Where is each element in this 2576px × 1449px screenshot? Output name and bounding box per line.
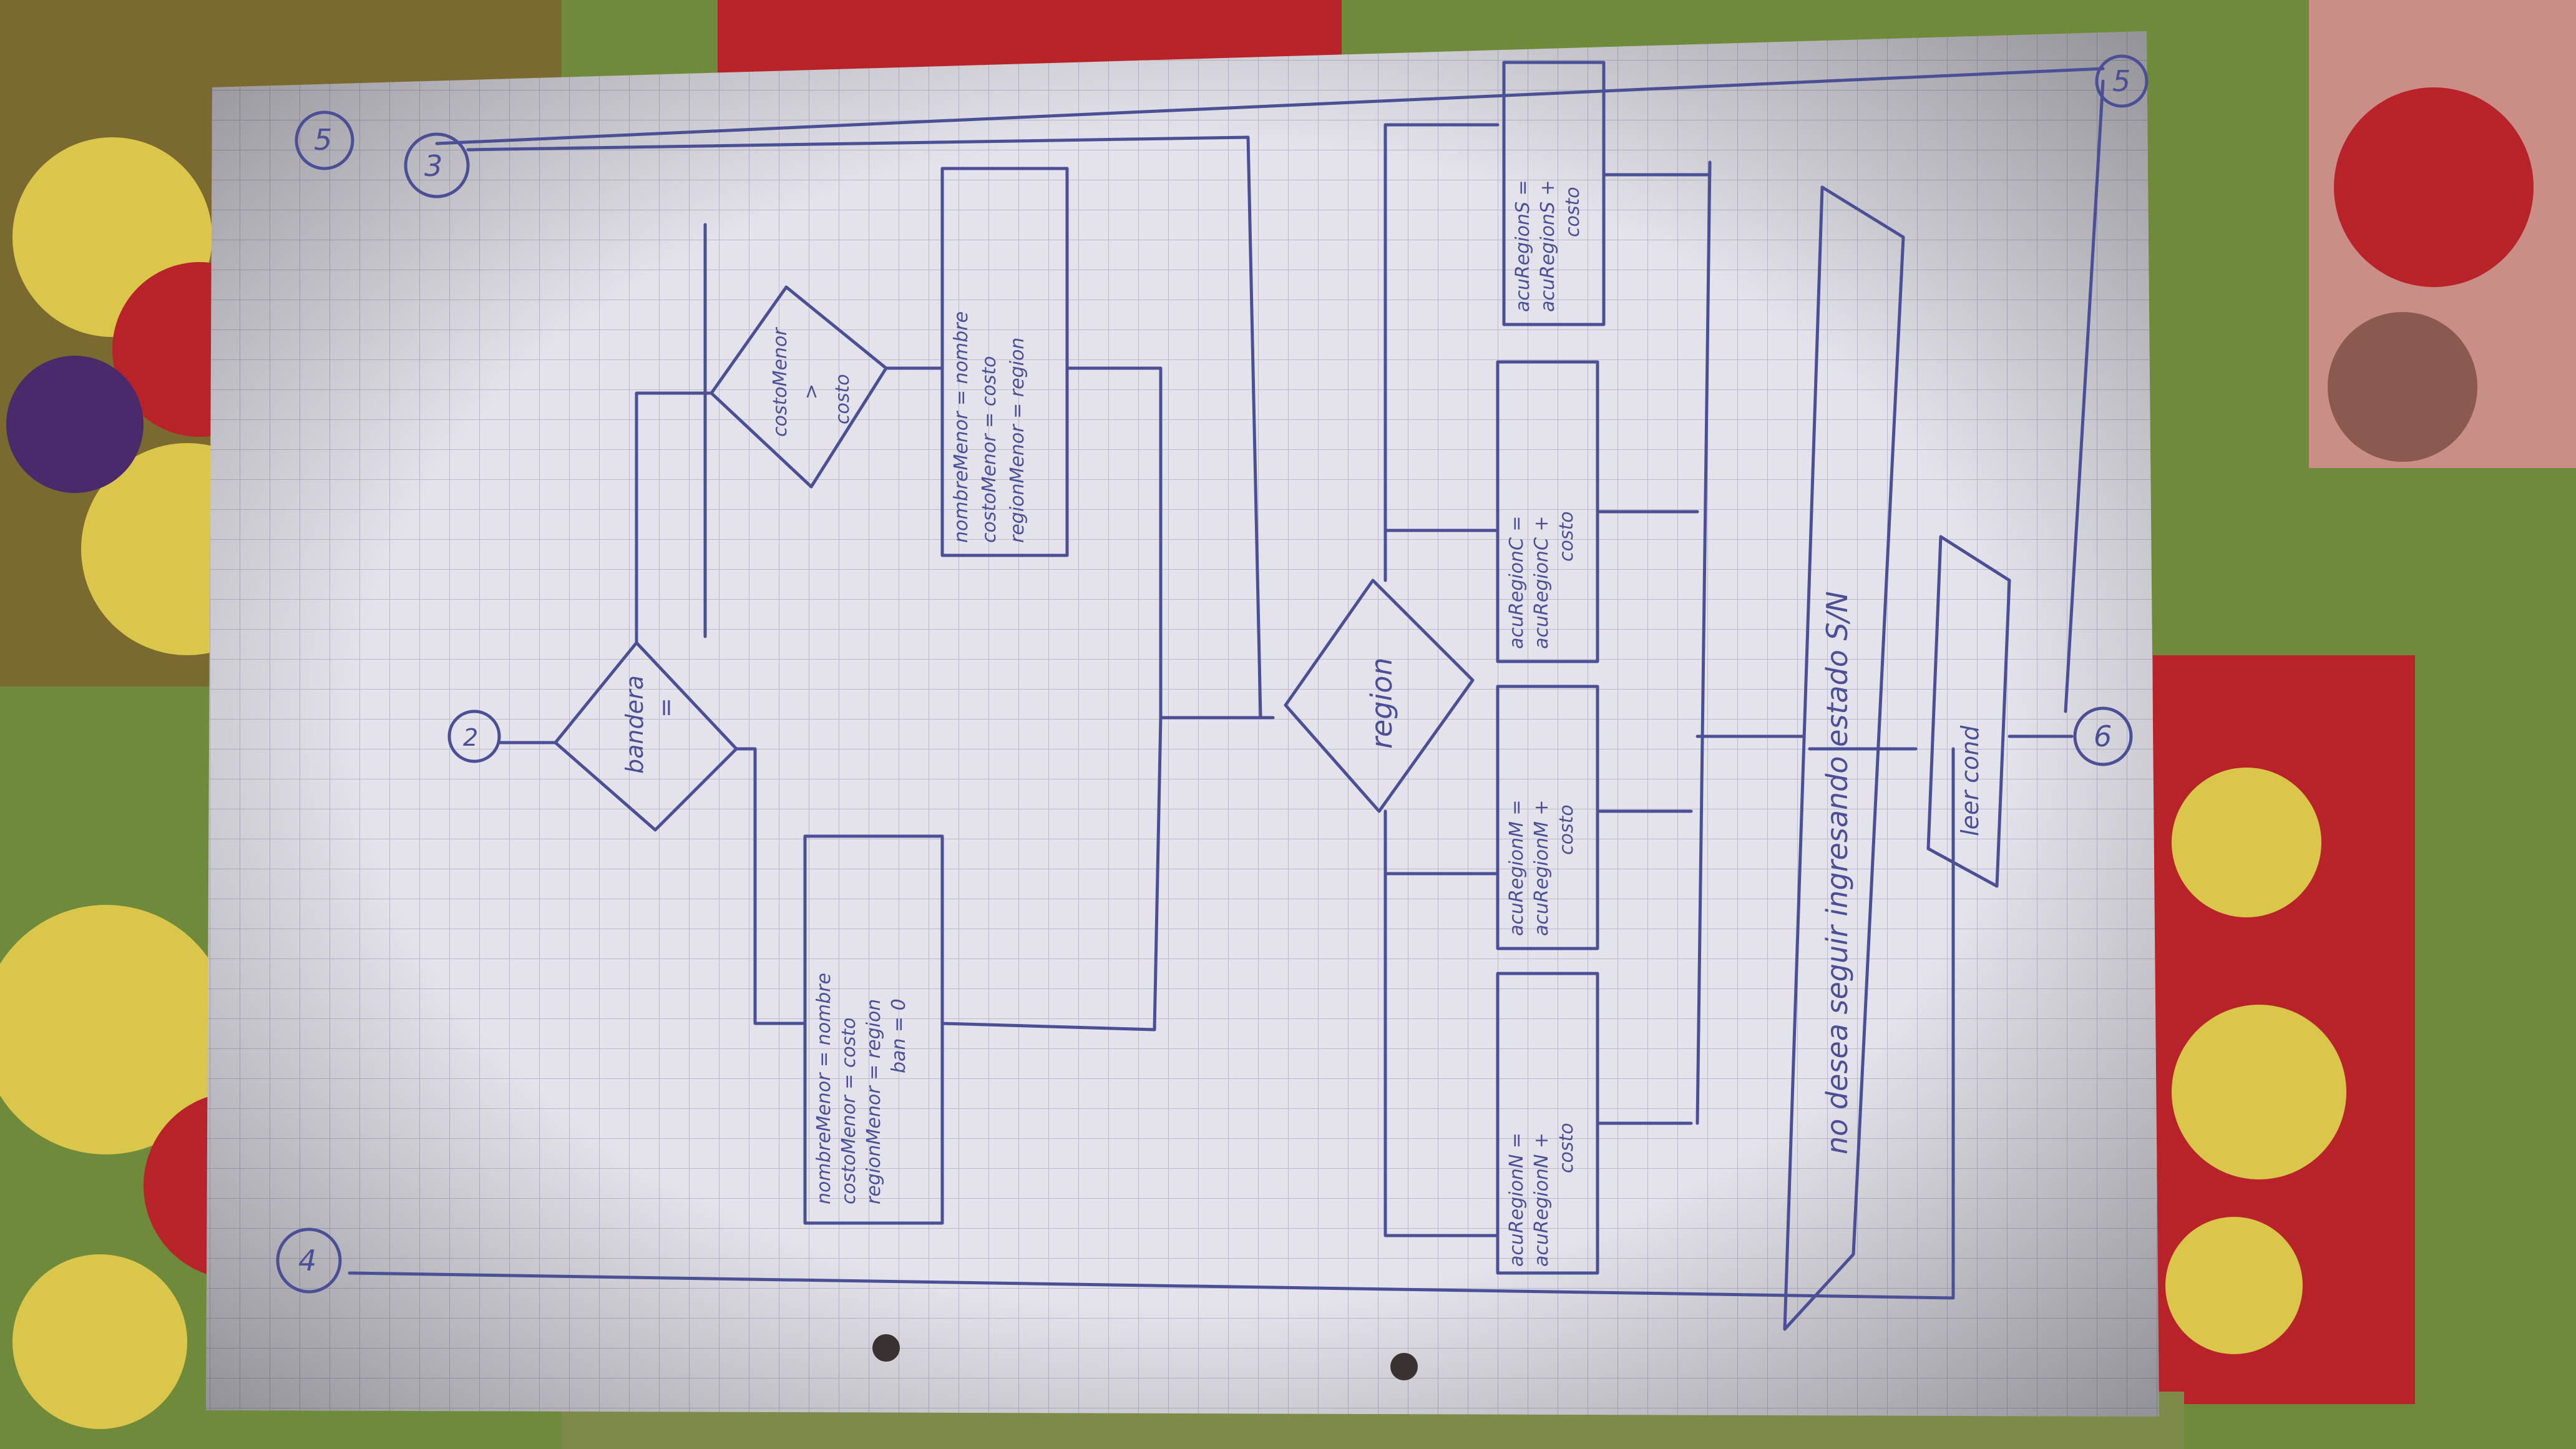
connector-3: 3: [404, 132, 470, 198]
svg-text:ban = 0: ban = 0: [888, 998, 910, 1073]
svg-text:leer cond: leer cond: [1956, 725, 1984, 836]
svg-text:=: =: [652, 698, 680, 718]
flow-line: [1695, 160, 1712, 1125]
svg-text:costo: costo: [1556, 804, 1578, 855]
svg-text:costo: costo: [1556, 511, 1578, 562]
process-save-min-left: nombreMenor = nombre costoMenor = costo …: [803, 834, 1156, 1225]
flow-line: [466, 135, 1262, 720]
svg-text:acuRegionM +: acuRegionM +: [1531, 800, 1553, 937]
svg-text:5: 5: [2112, 64, 2130, 98]
svg-text:costo: costo: [1562, 187, 1584, 237]
connector-5-top: 5: [295, 110, 354, 170]
svg-text:2: 2: [463, 724, 478, 751]
svg-text:3: 3: [424, 149, 442, 183]
svg-text:costoMenor = costo: costoMenor = costo: [978, 356, 1000, 543]
svg-text:acuRegionN +: acuRegionN +: [1531, 1133, 1553, 1267]
connector-2: 2: [447, 710, 501, 763]
svg-text:acuRegionS +: acuRegionS +: [1537, 180, 1559, 312]
flow-line: [2064, 79, 2105, 713]
connector-5-corner: 5: [2095, 54, 2149, 108]
svg-text:acuRegionM =: acuRegionM =: [1506, 800, 1528, 937]
svg-text:4: 4: [298, 1244, 316, 1277]
svg-text:costo: costo: [832, 374, 854, 424]
svg-text:bandera: bandera: [621, 675, 648, 774]
svg-text:costoMenor = costo: costoMenor = costo: [838, 1018, 860, 1204]
svg-text:costoMenor: costoMenor: [769, 327, 791, 437]
punch-hole: [872, 1334, 900, 1362]
svg-text:region: region: [1365, 658, 1398, 749]
svg-text:nombreMenor = nombre: nombreMenor = nombre: [950, 311, 972, 543]
svg-text:acuRegionN =: acuRegionN =: [1506, 1133, 1528, 1267]
paper-sheet: [206, 31, 2159, 1417]
output-prompt: no desea seguir ingresando estado S/N: [1783, 185, 1918, 1331]
svg-text:5: 5: [314, 123, 332, 157]
flow-line: [348, 747, 1955, 1300]
process-region-n: acuRegionN = acuRegionN + costo: [1496, 972, 1693, 1275]
input-read-cond: leer cond: [1926, 535, 2074, 888]
process-region-c: acuRegionC = acuRegionC + costo: [1496, 360, 1699, 663]
connector-6: 6: [2073, 706, 2133, 766]
svg-text:regionMenor = region: regionMenor = region: [863, 999, 885, 1204]
process-region-s: acuRegionS = acuRegionS + costo: [1502, 61, 1712, 326]
svg-text:nombreMenor = nombre: nombreMenor = nombre: [813, 973, 835, 1204]
svg-text:>: >: [801, 384, 822, 399]
svg-text:6: 6: [2094, 720, 2112, 753]
decision-region: region: [1284, 123, 1500, 1237]
svg-text:acuRegionC =: acuRegionC =: [1506, 515, 1528, 649]
svg-text:acuRegionS =: acuRegionS =: [1512, 180, 1534, 312]
svg-text:costo: costo: [1556, 1123, 1578, 1173]
decision-bandera: bandera =: [497, 391, 807, 1025]
svg-text:no desea seguir ingresando est: no desea seguir ingresando estado S/N: [1820, 591, 1854, 1154]
connector-4: 4: [276, 1227, 342, 1294]
svg-text:acuRegionC +: acuRegionC +: [1531, 515, 1553, 649]
process-region-m: acuRegionM = acuRegionM + costo: [1496, 685, 1693, 950]
flowchart: 2 3 4 5 5 6 bandera =: [276, 54, 2149, 1331]
process-save-min-right: nombreMenor = nombre costoMenor = costo …: [940, 167, 1275, 1032]
decision-costo-menor: costoMenor > costo: [703, 223, 944, 638]
svg-text:regionMenor = region: regionMenor = region: [1007, 338, 1028, 543]
flow-line: [435, 67, 2105, 145]
punch-hole: [1390, 1353, 1418, 1380]
